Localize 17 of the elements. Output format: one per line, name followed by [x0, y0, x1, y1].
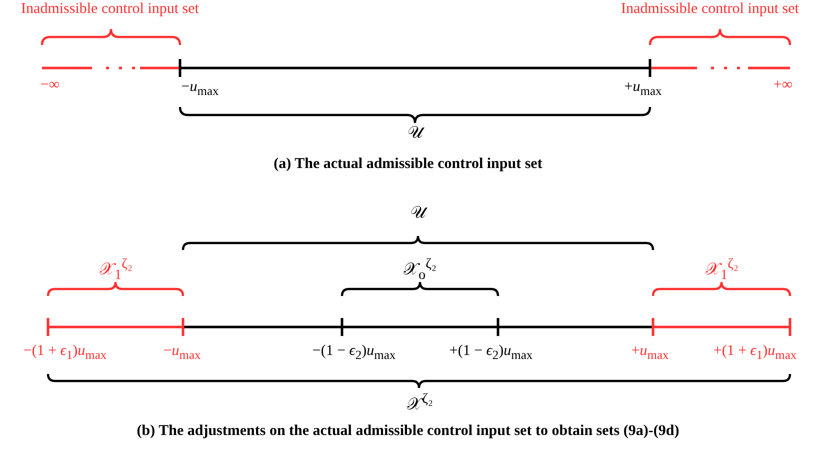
set-label: 𝒰 [410, 204, 426, 222]
caption: (a) The actual admissible control input set [274, 155, 542, 173]
tick-label: −∞ [40, 76, 60, 94]
tick-label: −u$_{max}$ [163, 342, 201, 364]
tick-label: −(1 + ϵ$_{1}$)u$_{max}$ [23, 342, 107, 364]
tick-label: +(1 + ϵ$_{1}$)u$_{max}$ [713, 342, 797, 364]
tick-label: −(1 − ϵ$_{2}$)u$_{max}$ [312, 342, 396, 364]
tick-label: +u$_{max}$ [624, 78, 662, 100]
tick-label: +∞ [773, 76, 793, 94]
set-label: 𝒰 [408, 124, 422, 142]
caption: (b) The adjustments on the actual admissible control input set to obtain sets (9a)-(9d) [136, 422, 680, 440]
tick-label: −u$_{max}$ [181, 78, 219, 100]
set-label: Inadmissible control input set [21, 0, 199, 18]
tick-label: +(1 − ϵ$_{2}$)u$_{max}$ [449, 342, 533, 364]
set-label: 𝒳$^{ζ₂}$ [407, 390, 433, 414]
set-label: Inadmissible control input set [621, 0, 799, 18]
tick-label: +u$_{max}$ [631, 342, 669, 364]
